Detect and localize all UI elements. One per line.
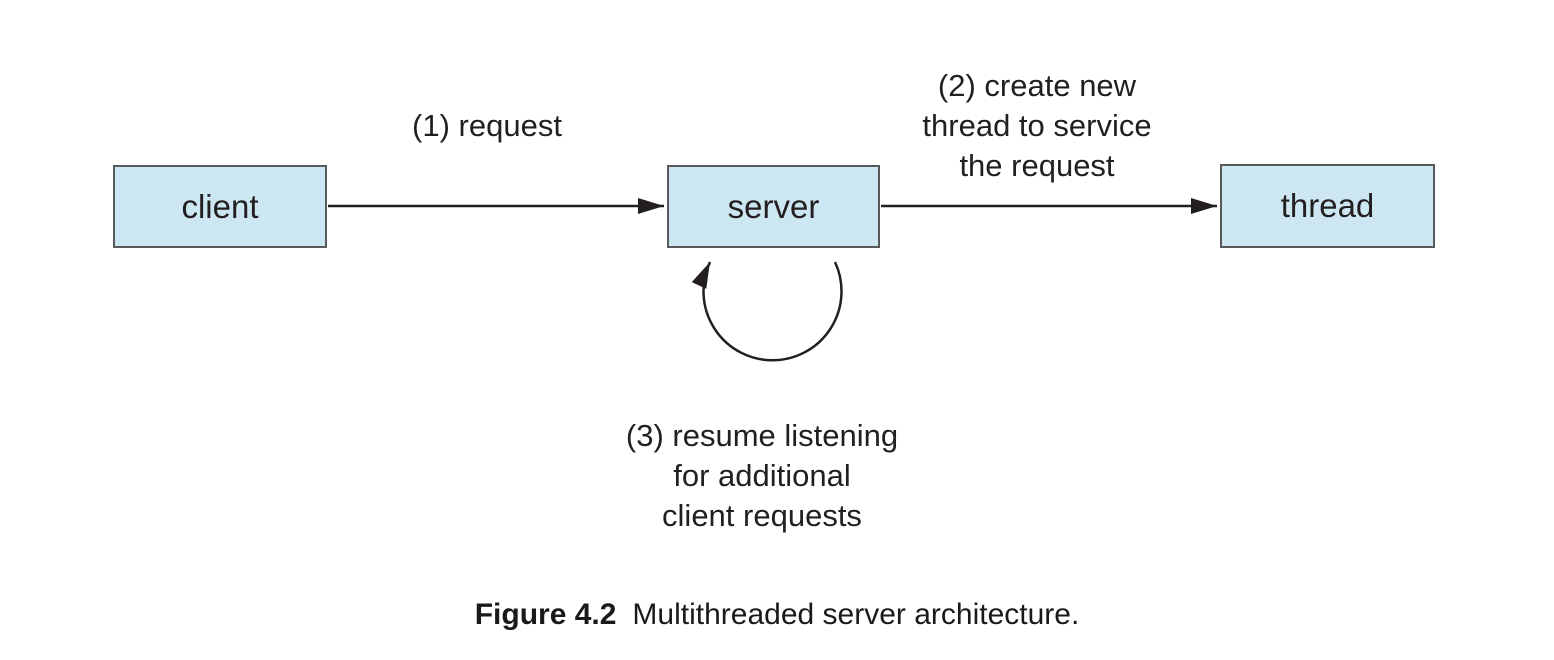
node-server: server: [667, 165, 880, 248]
node-client-label: client: [181, 187, 259, 225]
figure-caption-text: Multithreaded server architecture.: [632, 598, 1080, 631]
figure-caption: Figure 4.2 Multithreaded server architect…: [0, 598, 1554, 632]
figure-caption-number: Figure 4.2: [474, 598, 617, 631]
node-thread-label: thread: [1280, 187, 1375, 224]
node-thread: thread: [1220, 164, 1435, 248]
arrow-server-loop: [691, 261, 843, 362]
edge-label-step2: (2) create new thread to service the req…: [887, 66, 1187, 186]
edge-label-step1: (1) request: [387, 106, 587, 146]
edge-label-step2-line: the request: [959, 148, 1115, 183]
edge-label-step3-line: (3) resume listening: [625, 418, 899, 453]
node-server-label: server: [727, 187, 820, 225]
node-client: client: [113, 165, 327, 248]
edge-label-step3-line: for additional: [673, 458, 851, 493]
edge-label-step2-line: (2) create new: [937, 68, 1137, 103]
edge-label-step2-line: thread to service: [922, 108, 1152, 143]
edge-label-step1-line: (1) request: [412, 108, 562, 143]
edge-label-step3-line: client requests: [662, 498, 862, 533]
edge-label-step3: (3) resume listening for additional clie…: [587, 416, 937, 536]
